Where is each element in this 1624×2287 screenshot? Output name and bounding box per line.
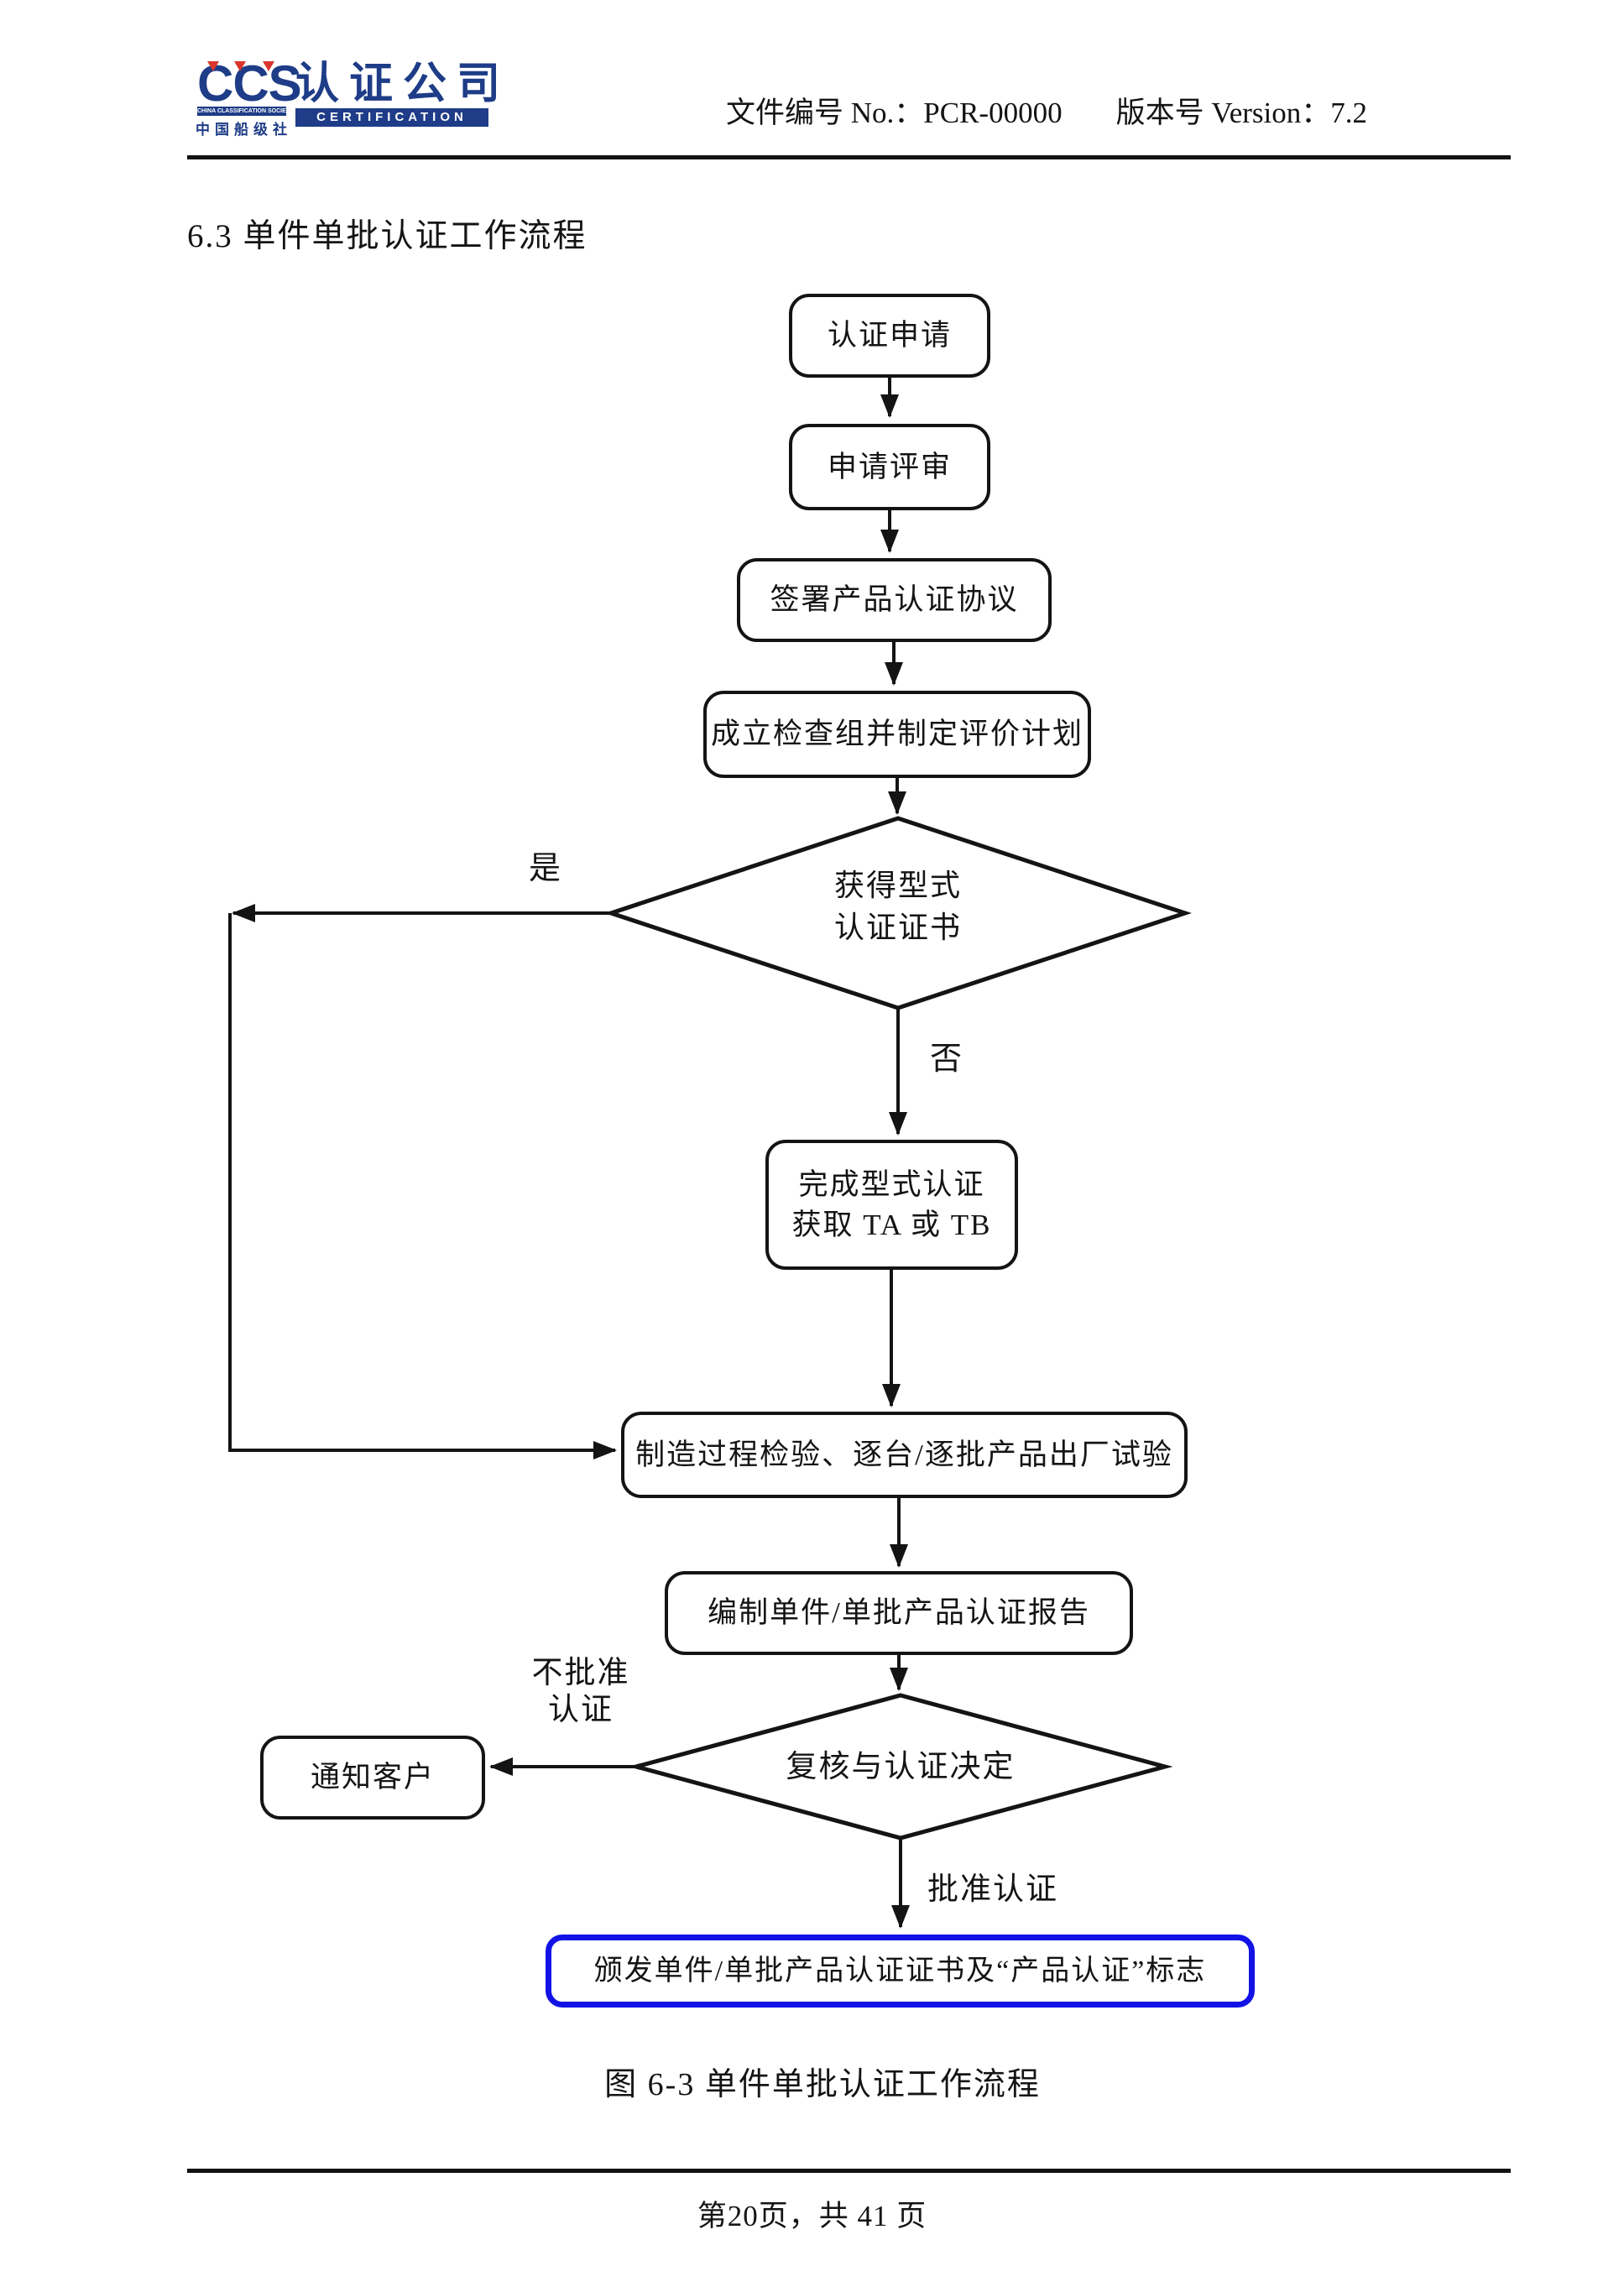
ccs-logo: CCS CHINA CLASSIFICATION SOCIETY 中国船级社 认… <box>180 59 500 143</box>
page-number: 第20页，共 41 页 <box>697 2200 927 2232</box>
decision-type-cert-label: 获得型式 认证证书 <box>833 869 962 944</box>
node-factory-test: 制造过程检验、逐台/逐批产品出厂试验 <box>621 1412 1188 1498</box>
header-rule <box>187 155 1511 159</box>
node-inspection-team: 成立检查组并制定评价计划 <box>703 691 1091 778</box>
ccs-red-notch-icon <box>207 61 219 71</box>
figure-caption: 图 6-3 单件单批认证工作流程 <box>604 2067 1041 2102</box>
logo-company-name: 认证公司 <box>295 60 511 108</box>
edge-label-not-approve: 不批准 认证 <box>531 1656 630 1727</box>
node-report: 编制单件/单批产品认证报告 <box>665 1571 1133 1655</box>
node-complete-type-cert: 完成型式认证 获取 TA 或 TB <box>765 1140 1018 1270</box>
edge-label-no: 否 <box>930 1042 964 1077</box>
decision-type-cert-shape <box>604 816 1192 1010</box>
logo-certification-bar: CERTIFICATION <box>295 108 488 127</box>
doc-version: 版本号 Version：7.2 <box>1115 97 1368 129</box>
node-review: 申请评审 <box>789 424 990 510</box>
edge-yes-to-factory <box>228 913 617 1459</box>
footer-rule <box>187 2169 1511 2173</box>
document-meta: 文件编号 No.：PCR-00000 版本号 Version：7.2 <box>726 89 1532 132</box>
decision-final-label: 复核与认证决定 <box>786 1750 1016 1784</box>
node-issue-certificate: 颁发单件/单批产品认证证书及“产品认证”标志 <box>546 1935 1255 2008</box>
node-sign-agreement: 签署产品认证协议 <box>737 558 1052 642</box>
node-apply: 认证申请 <box>789 294 990 378</box>
ccs-red-notch-icon <box>263 61 274 71</box>
section-title: 6.3 单件单批认证工作流程 <box>187 218 587 254</box>
node-notify-customer: 通知客户 <box>260 1736 485 1820</box>
edge-label-approve: 批准认证 <box>927 1872 1058 1907</box>
logo-society-cn: 中国船级社 <box>196 122 292 138</box>
doc-number: 文件编号 No.：PCR-00000 <box>726 97 1063 129</box>
ccs-red-notch-icon <box>234 61 246 71</box>
decision-final-shape <box>628 1693 1173 1841</box>
edge-label-yes: 是 <box>529 851 563 886</box>
logo-society-bar: CHINA CLASSIFICATION SOCIETY <box>197 107 286 116</box>
